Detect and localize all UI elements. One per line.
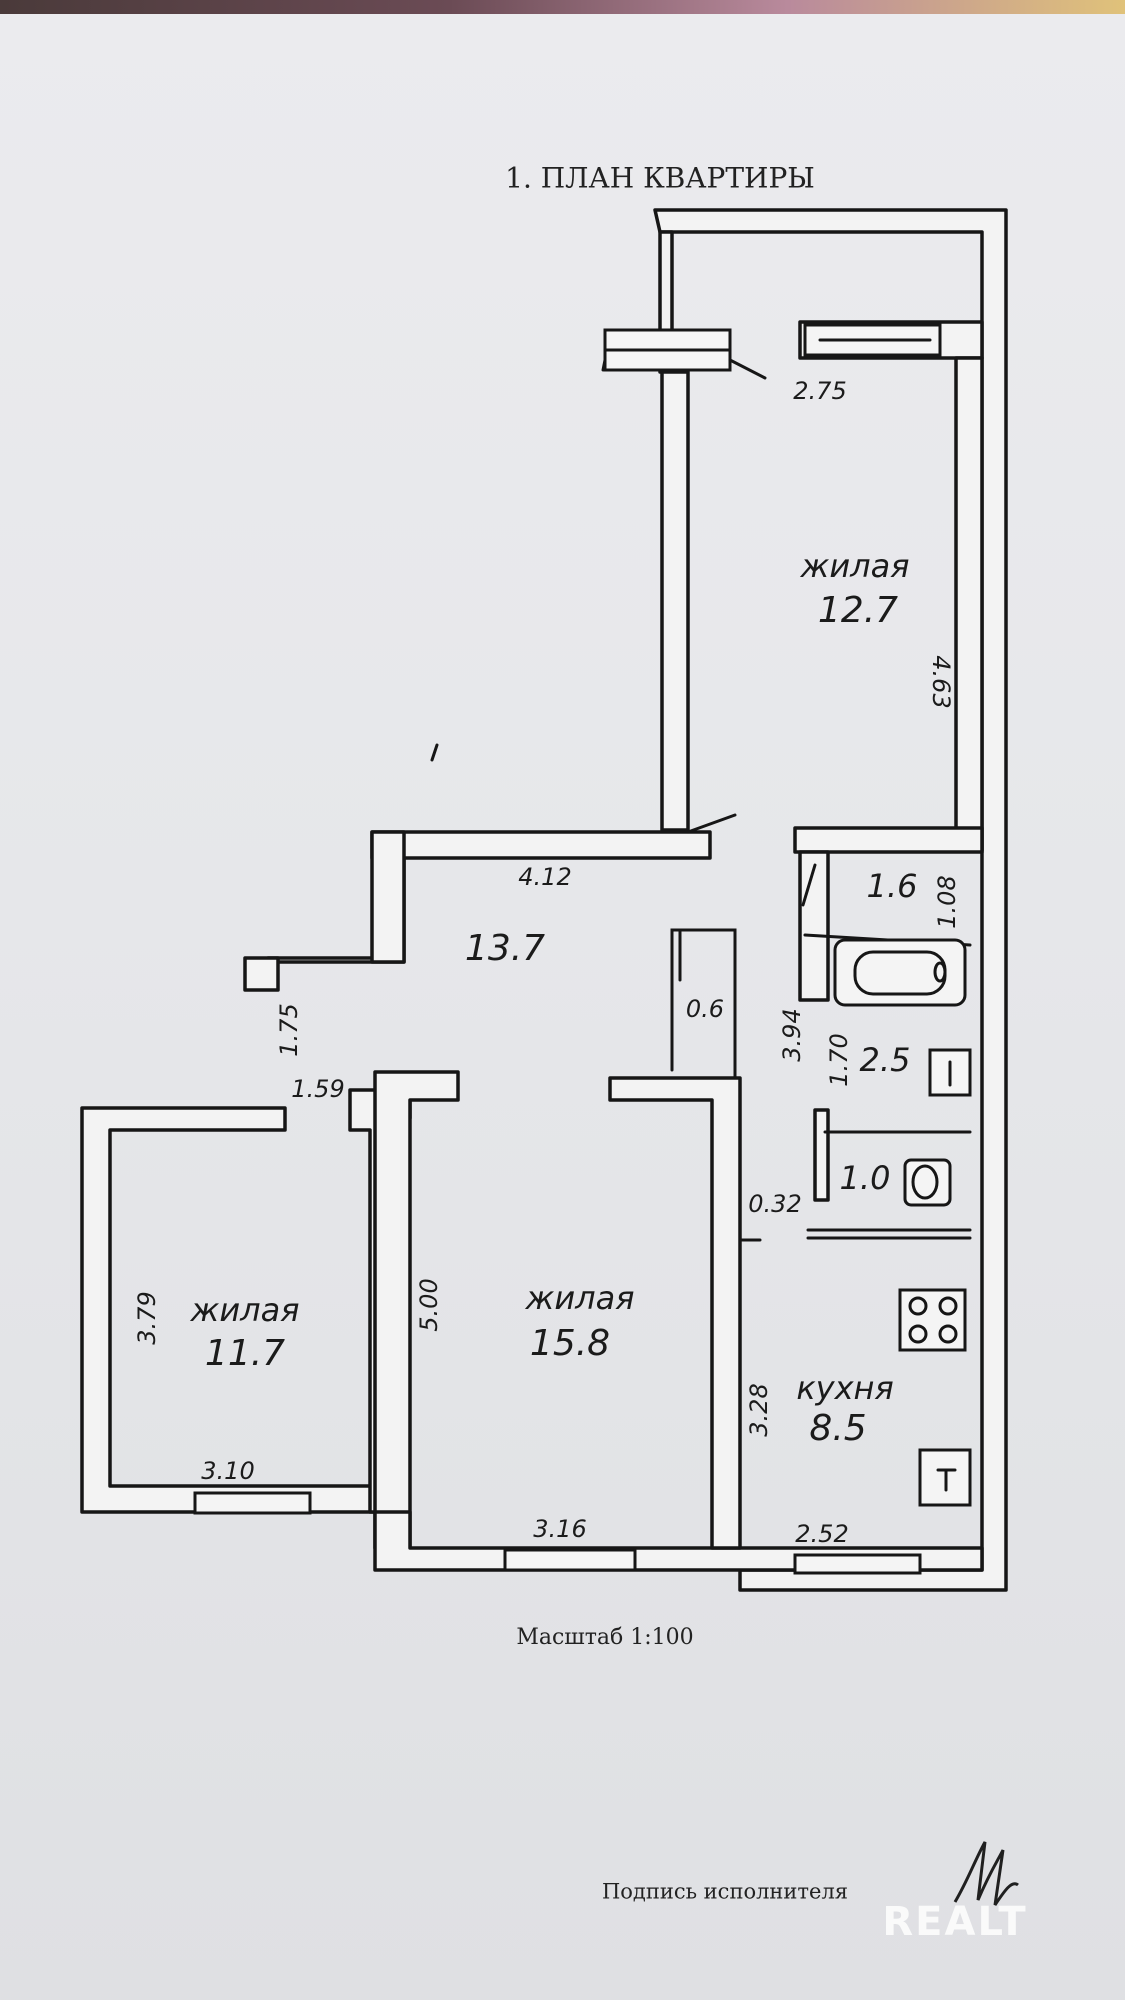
dim-balcony: 2.75 — [793, 377, 846, 405]
kitchen-door-jamb — [738, 1188, 762, 1242]
dim-hall-width: 4.12 — [518, 863, 571, 891]
wall-hall-left — [370, 830, 406, 964]
wall-hall-left-small — [243, 956, 280, 992]
wall-left-room — [80, 1106, 387, 1514]
dim-living-width: 3.16 — [533, 1515, 586, 1543]
room-area-niche: 0.6 — [686, 995, 724, 1023]
wall-wc-left — [798, 850, 830, 1002]
dim-storage: 1.08 — [933, 875, 961, 928]
room-name-kitchen: кухня — [796, 1369, 893, 1407]
wall-storage-niche — [670, 928, 737, 1080]
room-area-bath: 2.5 — [860, 1041, 911, 1079]
door-swing-storage — [801, 863, 817, 907]
room-area-hall: 13.7 — [465, 928, 545, 969]
signature-scribble — [953, 1841, 1019, 1906]
room-name-bedroom-top: жилая — [800, 547, 910, 585]
wall-bedroom-bottom — [793, 826, 984, 854]
dim-bath-block: 3.94 — [778, 1008, 806, 1061]
dim-bath: 1.70 — [825, 1033, 853, 1086]
dim-kitchen-width: 2.52 — [795, 1520, 848, 1548]
window-left-room — [193, 1491, 312, 1515]
watermark-logo: REALT — [882, 1899, 1027, 1945]
room-name-left: жилая — [190, 1291, 300, 1329]
room-area-wc: 1.0 — [840, 1159, 891, 1197]
signature-label: Подпись исполнителя — [602, 1880, 848, 1904]
dim-living-height: 5.00 — [415, 1278, 443, 1331]
wall-bedroom-right — [954, 356, 984, 852]
dim-bedroom-height: 4.63 — [927, 655, 955, 708]
dim-kitchen-height: 3.28 — [745, 1383, 773, 1436]
dim-left-room-width: 3.10 — [201, 1457, 254, 1485]
wall-corridor-long — [660, 370, 690, 832]
scale-label: Масштаб 1:100 — [516, 1625, 693, 1650]
window-kitchen — [793, 1553, 922, 1575]
dim-hall-left: 1.75 — [275, 1003, 303, 1056]
room-area-kitchen: 8.5 — [809, 1408, 866, 1449]
door-swing-hall — [686, 813, 737, 834]
wall-wc-mid — [813, 1108, 830, 1202]
window-living — [503, 1548, 637, 1572]
room-area-living: 15.8 — [530, 1323, 610, 1364]
plan-title: 1. ПЛАН КВАРТИРЫ — [505, 162, 815, 195]
dim-kitchen-door: 0.32 — [748, 1190, 801, 1218]
dim-left-room-height: 3.79 — [133, 1291, 161, 1344]
dim-doorway: 1.59 — [291, 1075, 344, 1103]
room-name-living: жилая — [525, 1279, 635, 1317]
wall-living-right — [608, 1076, 742, 1550]
stove-icon — [898, 1288, 967, 1352]
room-area-left: 11.7 — [205, 1333, 285, 1374]
room-area-bedroom-top: 12.7 — [818, 590, 898, 631]
room-area-storage: 1.6 — [867, 867, 918, 905]
